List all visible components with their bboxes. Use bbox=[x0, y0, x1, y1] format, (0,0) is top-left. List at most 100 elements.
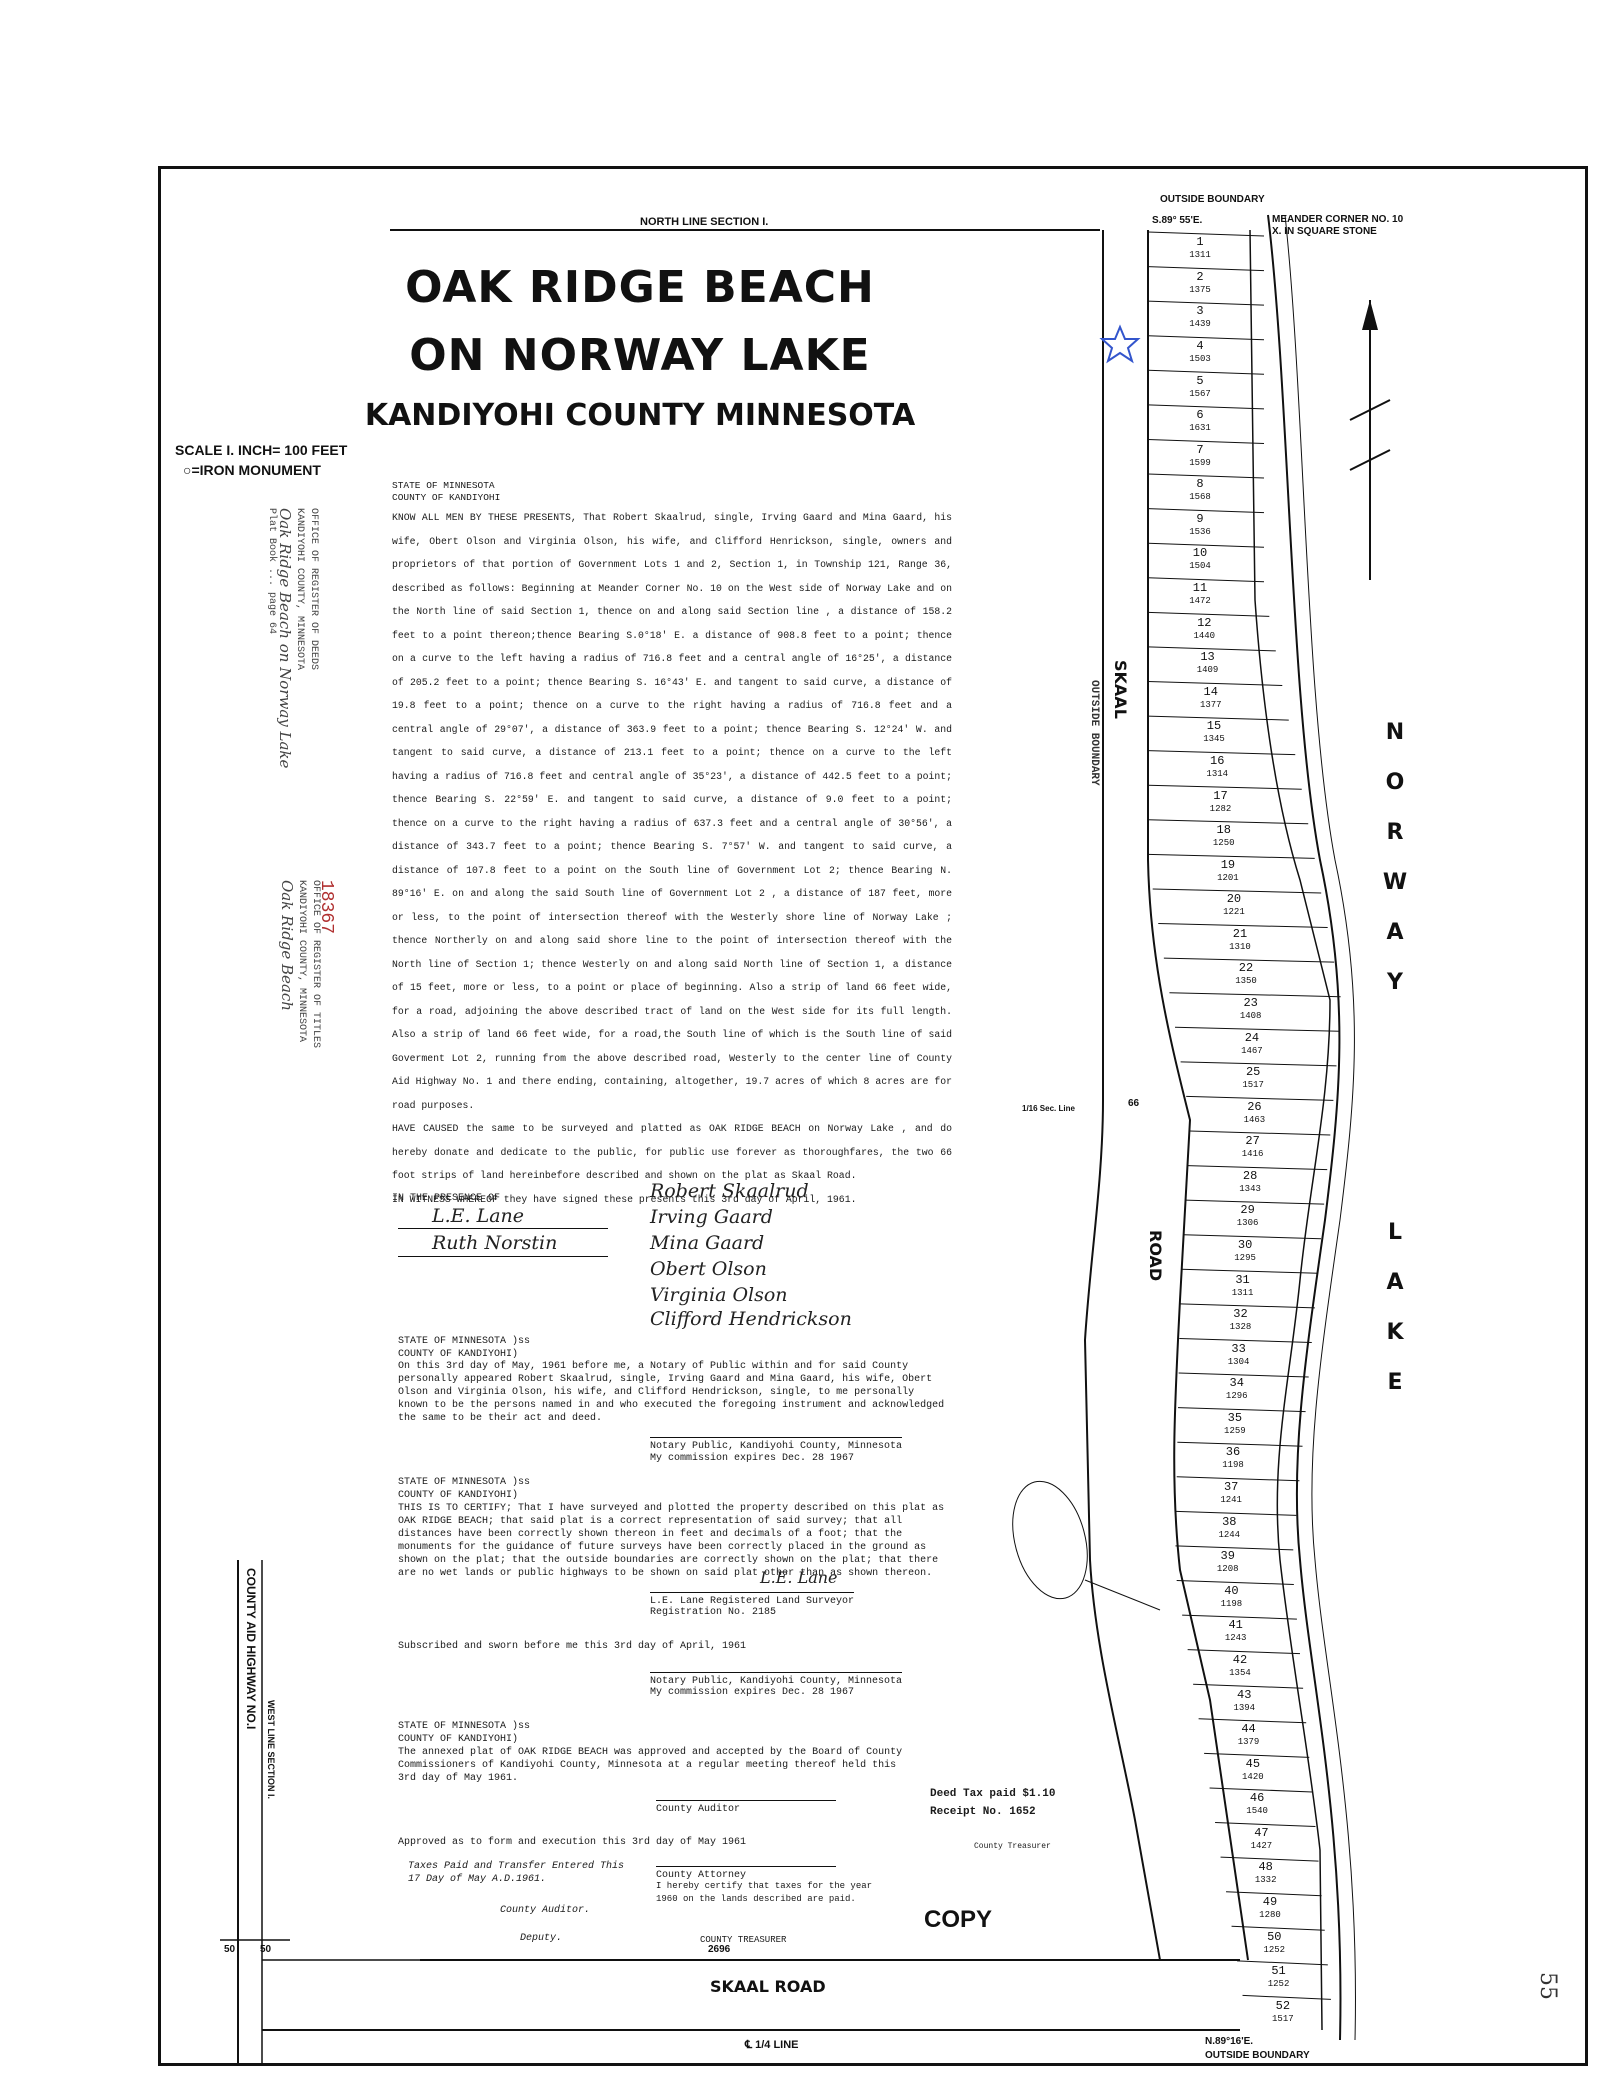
lot-divider bbox=[1215, 1822, 1316, 1828]
notary1-sign: Notary Public, Kandiyohi County, Minneso… bbox=[650, 1437, 903, 1453]
lot-number: 8 bbox=[1196, 477, 1204, 492]
plat-county: KANDIYOHI COUNTY MINNESOTA bbox=[364, 398, 916, 433]
lot-divider bbox=[1178, 1372, 1309, 1378]
lot-divider bbox=[1147, 784, 1302, 790]
lot-divider bbox=[1147, 681, 1283, 686]
lot-area: 1463 bbox=[1243, 1114, 1266, 1125]
lot-area: 1416 bbox=[1241, 1149, 1264, 1160]
dedication-header: STATE OF MINNESOTA COUNTY OF KANDIYOHI bbox=[392, 480, 500, 504]
lot-area: 1343 bbox=[1239, 1183, 1261, 1194]
lot-number: 10 bbox=[1192, 546, 1208, 561]
lot-divider bbox=[1176, 1476, 1300, 1482]
lot-area: 1379 bbox=[1237, 1737, 1260, 1748]
lot-area: 1568 bbox=[1189, 492, 1211, 503]
bearing-top: S.89° 55'E. bbox=[1152, 215, 1203, 226]
county-treasurer-label: COUNTY TREASURER bbox=[700, 1935, 787, 1945]
lot-divider bbox=[1147, 300, 1265, 306]
lot-area: 1282 bbox=[1209, 803, 1232, 814]
lot-number: 9 bbox=[1196, 511, 1204, 526]
dedication-text: KNOW ALL MEN BY THESE PRESENTS, That Rob… bbox=[392, 506, 952, 1211]
lot-divider bbox=[1147, 473, 1265, 479]
lake-letter: R bbox=[1386, 820, 1404, 845]
lot-divider bbox=[1176, 1580, 1294, 1585]
lake-letter: O bbox=[1385, 770, 1405, 795]
lot-divider bbox=[1193, 1683, 1304, 1689]
county-auditor-label: County Auditor bbox=[656, 1800, 836, 1816]
surveyor-signature: L.E. Lane bbox=[760, 1568, 838, 1587]
lot-number: 24 bbox=[1244, 1030, 1260, 1045]
plat-title: OAK RIDGE BEACH bbox=[405, 262, 875, 313]
lot-number: 26 bbox=[1247, 1099, 1262, 1114]
board-text: The annexed plat of OAK RIDGE BEACH was … bbox=[398, 1747, 903, 1784]
lot-area: 1345 bbox=[1203, 734, 1225, 745]
lake-letter: E bbox=[1387, 1370, 1403, 1395]
lot-divider bbox=[1169, 992, 1341, 998]
lot-area: 1259 bbox=[1224, 1425, 1246, 1436]
lot-number: 35 bbox=[1227, 1410, 1243, 1425]
lot-number: 49 bbox=[1262, 1894, 1278, 1909]
sworn-text: Subscribed and sworn before me this 3rd … bbox=[398, 1641, 747, 1652]
lot-number: 14 bbox=[1203, 684, 1218, 699]
lot-divider bbox=[1242, 1994, 1331, 2000]
lot-number: 51 bbox=[1271, 1964, 1286, 1979]
presence-label: IN THE PRESENCE OF bbox=[392, 1193, 501, 1204]
notary1-text: On this 3rd day of May, 1961 before me, … bbox=[398, 1361, 945, 1424]
dim-66: 66 bbox=[1128, 1098, 1140, 1109]
north-line-label: NORTH LINE SECTION I. bbox=[640, 216, 769, 228]
meander-corner: MEANDER CORNER NO. 10 bbox=[1272, 214, 1404, 225]
lot-number: 22 bbox=[1238, 961, 1254, 976]
lake-letter: L bbox=[1387, 1220, 1403, 1245]
lot-area: 1252 bbox=[1263, 1944, 1286, 1955]
lot-divider bbox=[1189, 1130, 1331, 1136]
lot-divider bbox=[1177, 1407, 1306, 1413]
lot-area: 1332 bbox=[1254, 1875, 1277, 1886]
lot-lines bbox=[1147, 231, 1341, 2000]
lot-divider bbox=[1237, 1960, 1328, 1966]
dim-50a: 50 bbox=[224, 1944, 236, 1955]
lot-divider bbox=[1147, 438, 1265, 444]
lot-number: 41 bbox=[1228, 1618, 1243, 1633]
lot-divider bbox=[1182, 1614, 1297, 1620]
lot-divider bbox=[1147, 335, 1265, 341]
lot-divider bbox=[1180, 1061, 1337, 1067]
lot-number: 5 bbox=[1196, 373, 1204, 388]
page-mark: 55 bbox=[1535, 1972, 1560, 2000]
lot-area: 1467 bbox=[1241, 1045, 1263, 1056]
lot-number: 19 bbox=[1220, 857, 1236, 872]
lot-area: 1244 bbox=[1218, 1529, 1241, 1540]
lot-number: 48 bbox=[1258, 1860, 1273, 1875]
lot-area: 1631 bbox=[1189, 423, 1211, 434]
owner-signature: Robert Skaalrud bbox=[650, 1180, 809, 1202]
lot-number: 32 bbox=[1233, 1307, 1248, 1322]
receipt-no: Receipt No. 1652 bbox=[930, 1806, 1036, 1818]
lot-divider bbox=[1147, 646, 1276, 652]
lot-number: 23 bbox=[1243, 995, 1258, 1010]
outside-boundary-side: OUTSIDE BOUNDARY bbox=[1088, 680, 1100, 786]
surveyor-reg: Registration No. 2185 bbox=[650, 1607, 777, 1618]
lot-area: 1503 bbox=[1189, 354, 1211, 365]
lot-number: 52 bbox=[1275, 1998, 1291, 2013]
lot-divider bbox=[1179, 1303, 1315, 1309]
outside-boundary-top: OUTSIDE BOUNDARY bbox=[1160, 194, 1265, 205]
lot-area: 1306 bbox=[1236, 1218, 1259, 1229]
legal-description: KNOW ALL MEN BY THESE PRESENTS, That Rob… bbox=[392, 512, 952, 1111]
lot-area: 1504 bbox=[1189, 561, 1211, 572]
lot-area: 1311 bbox=[1231, 1287, 1254, 1298]
lot-number: 33 bbox=[1231, 1341, 1246, 1356]
lot-divider bbox=[1147, 819, 1309, 825]
lot-area: 1427 bbox=[1250, 1840, 1273, 1851]
lot-area: 1354 bbox=[1229, 1667, 1251, 1678]
lot-number: 34 bbox=[1229, 1376, 1244, 1391]
lot-number: 21 bbox=[1232, 926, 1248, 941]
lot-area: 1280 bbox=[1259, 1909, 1281, 1920]
lot-divider bbox=[1147, 266, 1265, 272]
lot-divider bbox=[1209, 1787, 1313, 1793]
deed-tax: Deed Tax paid $1.10 bbox=[930, 1788, 1056, 1800]
quarter-line: ℄ 1/4 LINE bbox=[745, 2039, 799, 2051]
lot-divider bbox=[1147, 750, 1296, 756]
lot-area: 1536 bbox=[1189, 526, 1211, 537]
lot-area: 1208 bbox=[1216, 1564, 1239, 1575]
witness-signature: L.E. Lane bbox=[432, 1205, 525, 1227]
lot-number: 37 bbox=[1223, 1480, 1239, 1495]
lake-letter: K bbox=[1386, 1320, 1404, 1345]
